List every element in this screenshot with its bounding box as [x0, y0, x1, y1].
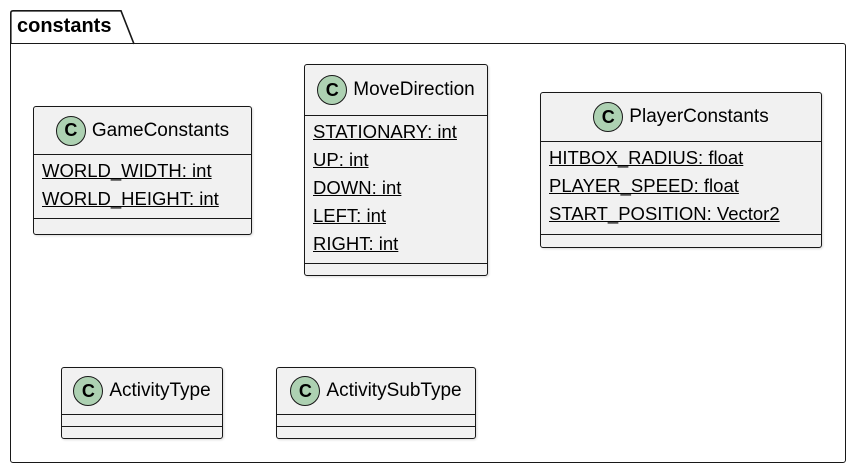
- attribute: WORLD_HEIGHT: int: [42, 188, 219, 209]
- attribute: RIGHT: int: [313, 233, 399, 254]
- class-activity-sub-type[interactable]: C ActivitySubType: [276, 367, 476, 439]
- attribute: DOWN: int: [313, 177, 402, 198]
- attributes-section: STATIONARY: int UP: int DOWN: int LEFT: …: [305, 116, 487, 264]
- class-player-constants[interactable]: C PlayerConstants HITBOX_RADIUS: float P…: [540, 92, 822, 248]
- attributes-section: WORLD_WIDTH: int WORLD_HEIGHT: int: [34, 155, 251, 219]
- attributes-section: [62, 415, 222, 427]
- class-header: C ActivitySubType: [277, 368, 475, 415]
- class-name: GameConstants: [91, 119, 230, 141]
- class-header: C PlayerConstants: [541, 93, 821, 142]
- attributes-section: [277, 415, 475, 427]
- package-title: constants: [17, 15, 112, 37]
- attributes-section: HITBOX_RADIUS: float PLAYER_SPEED: float…: [541, 142, 821, 235]
- class-game-constants[interactable]: C GameConstants WORLD_WIDTH: int WORLD_H…: [33, 106, 252, 235]
- class-header: C ActivityType: [62, 368, 222, 415]
- attribute: HITBOX_RADIUS: float: [549, 147, 744, 168]
- attribute: START_POSITION: Vector2: [549, 203, 780, 224]
- attribute: WORLD_WIDTH: int: [42, 160, 212, 181]
- attribute: LEFT: int: [313, 205, 386, 226]
- attribute: STATIONARY: int: [313, 121, 457, 142]
- attribute: PLAYER_SPEED: float: [549, 175, 739, 196]
- class-c-icon: C: [593, 102, 624, 132]
- class-c-icon: C: [290, 376, 321, 406]
- package-tab: [10, 10, 135, 45]
- class-name: PlayerConstants: [629, 106, 769, 127]
- class-c-icon: C: [73, 376, 104, 406]
- class-activity-type[interactable]: C ActivityType: [61, 367, 223, 439]
- class-header: C GameConstants: [34, 107, 251, 155]
- package-body: [10, 43, 846, 463]
- attribute: UP: int: [313, 149, 369, 170]
- class-header: C MoveDirection: [305, 65, 487, 116]
- class-c-icon: C: [55, 115, 86, 146]
- class-c-icon: C: [317, 75, 348, 105]
- class-move-direction[interactable]: C MoveDirection STATIONARY: int UP: int …: [304, 64, 488, 276]
- class-name: MoveDirection: [353, 79, 475, 100]
- class-name: ActivityType: [109, 380, 211, 401]
- class-name: ActivitySubType: [326, 380, 462, 401]
